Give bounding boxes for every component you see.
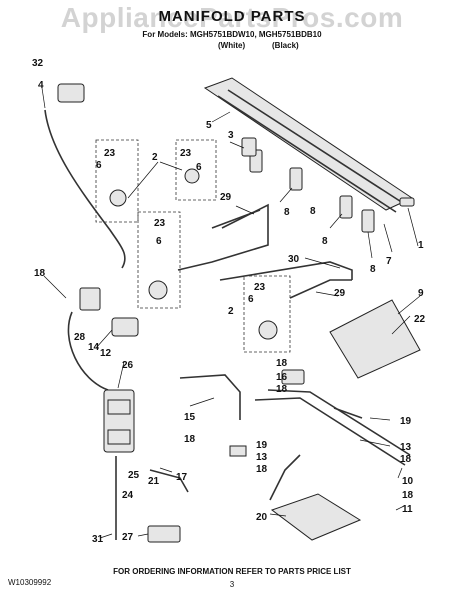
label-14: 14 — [88, 342, 100, 353]
label-8b: 8 — [322, 236, 328, 247]
label-15: 15 — [184, 412, 196, 423]
tube-29a — [177, 203, 269, 271]
document-number: W10309992 — [8, 578, 52, 587]
label-29a: 29 — [220, 192, 232, 203]
label-8c: 8 — [370, 264, 376, 275]
label-13b: 13 — [256, 452, 268, 463]
tube-29b — [289, 279, 352, 299]
label-30: 30 — [288, 254, 300, 265]
valve-box-b — [175, 139, 217, 201]
label-19b: 19 — [256, 440, 268, 451]
label-31: 31 — [92, 534, 104, 545]
burner-valve-b — [184, 168, 200, 184]
label-32: 32 — [32, 58, 44, 69]
model-numbers: For Models: MGH5751BDW10, MGH5751BDB10 — [142, 30, 322, 39]
burner-valve-d — [258, 320, 278, 340]
label-6a: 6 — [96, 160, 102, 171]
module-port-a — [107, 399, 131, 415]
valve-box-a — [95, 139, 139, 223]
label-18d: 18 — [184, 434, 196, 445]
page-title: MANIFOLD PARTS — [158, 8, 306, 25]
tube-4 — [44, 109, 126, 269]
label-2a: 2 — [152, 152, 158, 163]
label-8d: 8 — [310, 206, 316, 217]
leader-lines — [41, 87, 421, 539]
label-26: 26 — [122, 360, 134, 371]
part-32 — [57, 83, 85, 103]
label-23c: 23 — [154, 218, 166, 229]
burner-tube-13 — [267, 389, 411, 456]
module-port-b — [107, 429, 131, 445]
label-23a: 23 — [104, 148, 116, 159]
label-18f: 18 — [400, 454, 412, 465]
label-23b: 23 — [180, 148, 192, 159]
label-28: 28 — [74, 332, 86, 343]
label-4: 4 — [38, 80, 44, 91]
label-24: 24 — [122, 490, 134, 501]
label-9: 9 — [418, 288, 424, 299]
label-22: 22 — [414, 314, 426, 325]
label-21: 21 — [148, 476, 160, 487]
label-16: 16 — [276, 372, 288, 383]
label-20: 20 — [256, 512, 268, 523]
inlet-fitting-27 — [147, 525, 181, 543]
label-5: 5 — [206, 120, 212, 131]
tube-15 — [179, 374, 241, 420]
label-12: 12 — [100, 348, 112, 359]
tube-14 — [67, 311, 109, 391]
label-8a: 8 — [284, 207, 290, 218]
igniter-block — [229, 445, 247, 457]
ordering-note: FOR ORDERING INFORMATION REFER TO PARTS … — [113, 567, 351, 576]
tube-29a-b — [211, 209, 261, 229]
valve-box-c — [137, 211, 181, 309]
page-number: 3 — [229, 580, 235, 589]
label-27: 27 — [122, 532, 134, 543]
tube-30 — [219, 261, 353, 281]
label-18c: 18 — [276, 384, 288, 395]
valve-3 — [241, 137, 257, 157]
label-19a: 19 — [400, 416, 412, 427]
label-7: 7 — [386, 256, 392, 267]
heat-shield-22 — [329, 299, 421, 379]
label-3: 3 — [228, 130, 234, 141]
label-11: 11 — [402, 504, 413, 515]
label-29b: 29 — [334, 288, 346, 299]
label-23d: 23 — [254, 282, 266, 293]
label-18b: 18 — [276, 358, 288, 369]
label-18g: 18 — [402, 490, 414, 501]
manifold-valves — [249, 149, 375, 233]
label-2b: 2 — [228, 306, 234, 317]
burner-tube-10 — [254, 397, 406, 466]
manifold-bar — [203, 77, 414, 213]
bracket-28 — [79, 287, 101, 311]
label-6b: 6 — [196, 162, 202, 173]
valve-box-d — [243, 275, 291, 353]
regulator-12 — [111, 317, 139, 337]
label-1: 1 — [418, 240, 424, 251]
label-17: 17 — [176, 472, 188, 483]
label-6d: 6 — [248, 294, 254, 305]
bracket-16 — [281, 369, 305, 385]
elbow-24 — [269, 454, 301, 501]
tube-17 — [149, 469, 189, 493]
heat-plate-20 — [270, 493, 362, 541]
label-6c: 6 — [156, 236, 162, 247]
label-18a: 18 — [34, 268, 46, 279]
color-black-label: (Black) — [272, 41, 299, 50]
orifice-1 — [399, 197, 415, 207]
burner-valve-a — [109, 189, 127, 207]
label-10: 10 — [402, 476, 414, 487]
color-white-label: (White) — [218, 41, 246, 50]
igniter-19 — [333, 407, 363, 419]
label-25: 25 — [128, 470, 140, 481]
label-13a: 13 — [400, 442, 412, 453]
label-18e: 18 — [256, 464, 268, 475]
burner-valve-c — [148, 280, 168, 300]
